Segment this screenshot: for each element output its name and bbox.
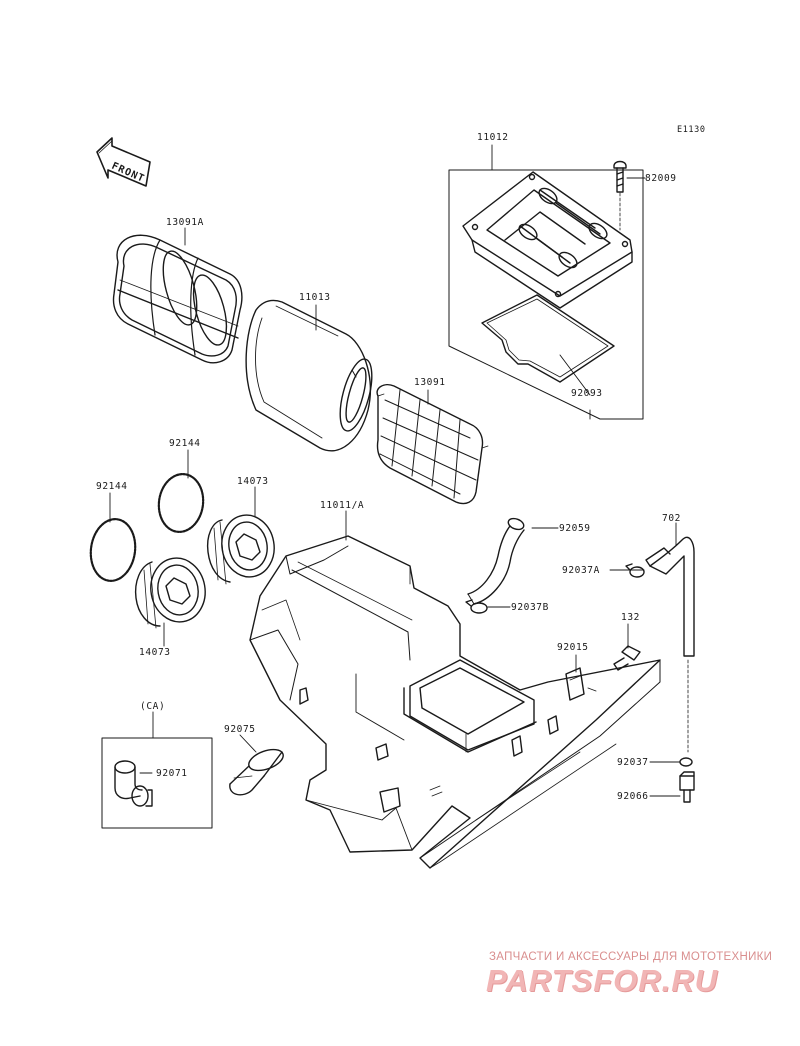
watermark-caption: ЗАПЧАСТИ И АКСЕССУАРЫ ДЛЯ МОТОТЕХНИКИ (489, 951, 773, 963)
part-label-11011a[interactable]: 11011/A (320, 500, 365, 511)
elbow-92071[interactable] (114, 760, 153, 807)
air-filter-net-13091a[interactable] (112, 234, 243, 364)
part-label-92015[interactable]: 92015 (557, 642, 589, 653)
bolt-132[interactable] (613, 645, 641, 671)
clamp-92144-upper[interactable] (155, 471, 207, 535)
clip-92037a[interactable] (625, 563, 645, 578)
ca-region-box (101, 737, 213, 829)
cover-group-bracket (448, 169, 644, 420)
part-label-92093[interactable]: 92093 (571, 388, 603, 399)
part-label-92059[interactable]: 92059 (559, 523, 591, 534)
part-label-14073-lower[interactable]: 14073 (139, 647, 171, 658)
air-filter-element-11013[interactable] (245, 299, 378, 452)
part-label-92144-upper[interactable]: 92144 (169, 438, 201, 449)
screw-82009[interactable] (613, 160, 627, 231)
part-label-92037b[interactable]: 92037B (511, 602, 549, 613)
drain-plug-92066[interactable] (679, 771, 695, 803)
leader-lines (109, 144, 681, 797)
duct-14073-upper[interactable] (206, 511, 279, 585)
part-label-11013[interactable]: 11013 (299, 292, 331, 303)
part-label-92037a[interactable]: 92037A (562, 565, 600, 576)
gasket-92093[interactable] (481, 294, 615, 383)
duct-14073-lower[interactable] (134, 554, 211, 629)
part-label-92075[interactable]: 92075 (224, 724, 256, 735)
clip-92037b[interactable] (465, 599, 488, 614)
part-label-92066[interactable]: 92066 (617, 791, 649, 802)
part-label-14073-upper[interactable]: 14073 (237, 476, 269, 487)
front-label: FRONT (110, 161, 147, 185)
air-cleaner-cover[interactable] (462, 171, 633, 309)
clip-92037[interactable] (679, 757, 693, 767)
part-label-13091a[interactable]: 13091A (166, 217, 204, 228)
front-arrow-icon: FRONT (96, 137, 151, 187)
pipe-92075[interactable] (229, 745, 286, 796)
watermark-logo: PARTSFOR.RU (486, 963, 719, 998)
part-label-92037[interactable]: 92037 (617, 757, 649, 768)
reference-code: E1130 (677, 125, 706, 135)
part-label-13091[interactable]: 13091 (414, 377, 446, 388)
air-cleaner-case[interactable] (249, 535, 661, 869)
air-filter-net-13091[interactable] (376, 384, 489, 505)
clamp-92144-lower[interactable] (87, 516, 139, 584)
part-label-ca[interactable]: (CA) (140, 701, 166, 712)
part-label-11012[interactable]: 11012 (477, 132, 509, 143)
part-label-132[interactable]: 132 (621, 612, 640, 623)
part-label-92144-lower[interactable]: 92144 (96, 481, 128, 492)
hose-92059[interactable] (467, 517, 525, 605)
part-label-82009[interactable]: 82009 (645, 173, 677, 184)
part-label-702[interactable]: 702 (662, 513, 681, 524)
clip-92015[interactable] (565, 667, 585, 701)
part-label-92071[interactable]: 92071 (156, 768, 188, 779)
tube-702[interactable] (645, 536, 695, 753)
